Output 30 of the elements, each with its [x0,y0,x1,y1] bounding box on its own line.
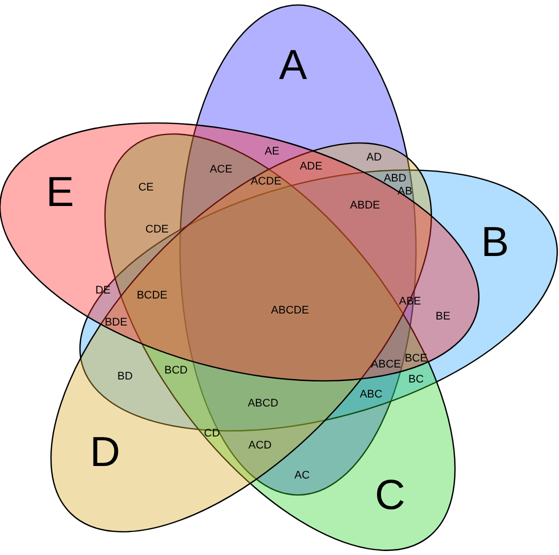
region-label: AC [294,470,310,482]
region-label: BE [436,312,450,322]
set-label: C [374,474,406,516]
region-label: CDE [145,224,169,236]
region-label: ACDE [250,176,282,188]
region-label: BC [408,374,424,386]
region-label: BDE [104,318,128,328]
region-label: BCDE [136,290,168,302]
region-label: ADE [300,162,322,172]
set-label: D [90,430,120,473]
region-label: ACE [210,164,232,176]
region-label: CE [138,182,154,194]
region-label: ACD [248,440,272,452]
region-label: CD [204,428,220,440]
region-label: ABCDE [271,306,309,316]
set-label: A [279,44,307,86]
region-label: AE [264,146,280,158]
region-label: ABD [384,174,406,184]
region-label: BCE [404,354,428,364]
region-label: ABDE [350,200,380,212]
region-label: AB [398,186,412,198]
region-label: AD [366,152,382,164]
region-label: BD [117,372,133,382]
region-label: ABCD [248,398,278,410]
set-label: E [46,170,74,213]
region-label: BCD [164,366,188,376]
set-label: B [480,220,509,263]
region-label: ABC [360,390,382,400]
region-label: ABCE [371,360,401,370]
region-label: ABE [399,296,421,308]
